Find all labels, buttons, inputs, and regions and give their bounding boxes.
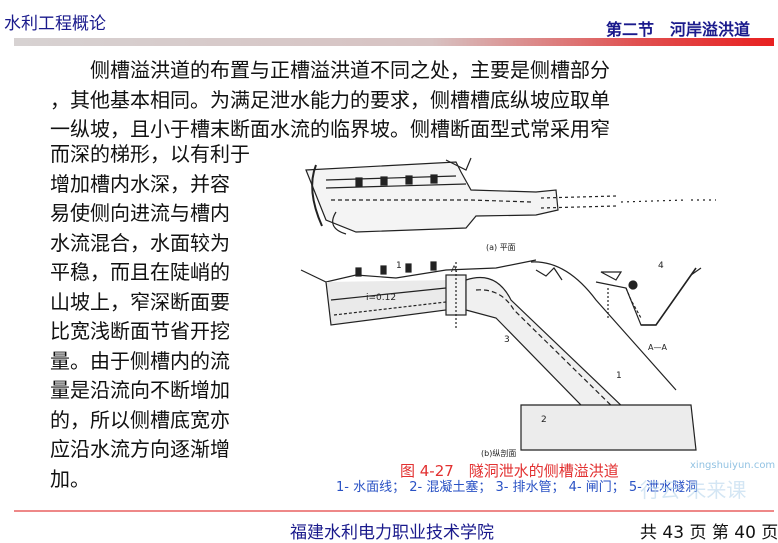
plan-label: (a) 平面 bbox=[486, 243, 516, 252]
paragraph-line: ，其他基本相同。为满足泄水能力的要求，侧槽槽底纵坡应取单 bbox=[50, 87, 610, 112]
profile-view bbox=[300, 259, 697, 451]
side-line: 而深的梯形，以有利于 bbox=[50, 142, 250, 166]
spillway-figure: (a) 平面 A i=0.12 1 2 3 1 (b)纵剖面 4 A—A bbox=[300, 157, 716, 458]
point-a-label: A bbox=[451, 265, 458, 275]
footer-divider bbox=[14, 510, 774, 512]
course-title: 水利工程概论 bbox=[4, 14, 106, 34]
side-line: 水流混合，水面较为 bbox=[50, 230, 230, 255]
figure-caption: 图 4-27 隧洞泄水的侧槽溢洪道 bbox=[400, 462, 619, 480]
profile-label: (b)纵剖面 bbox=[481, 448, 516, 458]
page-indicator: 共 43 页 第 40 页 bbox=[640, 523, 778, 543]
side-line: 平稳，而且在陡峭的 bbox=[50, 260, 230, 284]
side-line: 加。 bbox=[50, 466, 90, 491]
side-line: 增加槽内水深，并容 bbox=[50, 171, 230, 196]
side-line: 应沿水流方向逐渐增 bbox=[50, 437, 230, 461]
side-line: 易使侧向进流与槽内 bbox=[50, 201, 230, 225]
main-paragraph: 侧槽溢洪道的布置与正槽溢洪道不同之处，主要是侧槽部分 ，其他基本相同。为满足泄水… bbox=[50, 56, 730, 145]
header-gradient-bar bbox=[14, 38, 774, 46]
watermark-brand: 行云 未来课 bbox=[640, 478, 747, 502]
slope-label: i=0.12 bbox=[366, 293, 396, 303]
number-label: 1 bbox=[396, 261, 402, 271]
side-paragraph: 而深的梯形，以有利于 增加槽内水深，并容 易使侧向进流与槽内 水流混合，水面较为… bbox=[50, 140, 300, 494]
section-title: 第二节 河岸溢洪道 bbox=[605, 20, 750, 39]
side-line: 山坡上，窄深断面要 bbox=[50, 289, 230, 314]
paragraph-line: 侧槽溢洪道的布置与正槽溢洪道不同之处，主要是侧槽部分 bbox=[50, 58, 610, 82]
number-label: 3 bbox=[504, 335, 510, 345]
plan-view bbox=[305, 157, 716, 235]
footer-school: 福建水利电力职业技术学院 bbox=[290, 523, 494, 543]
cross-section-view bbox=[595, 267, 702, 326]
side-line: 量是沿流向不断增加 bbox=[50, 378, 230, 402]
side-line: 量。由于侧槽内的流 bbox=[50, 348, 230, 373]
paragraph-line: 一纵坡，且小于槽末断面水流的临界坡。侧槽断面型式常采用窄 bbox=[50, 117, 610, 141]
figure-legend: 1- 水面线； 2- 混凝土塞； 3- 排水管； 4- 闸门； 5- 泄水隧洞 bbox=[336, 480, 699, 495]
number-label: 4 bbox=[658, 261, 664, 271]
section-label: A—A bbox=[648, 343, 667, 352]
number-label: 2 bbox=[541, 415, 547, 425]
side-line: 比宽浅断面节省开挖 bbox=[50, 319, 230, 343]
side-line: 的，所以侧槽底宽亦 bbox=[50, 407, 230, 432]
watermark-site: xingshuiyun.com bbox=[690, 460, 776, 471]
number-label: 1 bbox=[616, 371, 622, 381]
